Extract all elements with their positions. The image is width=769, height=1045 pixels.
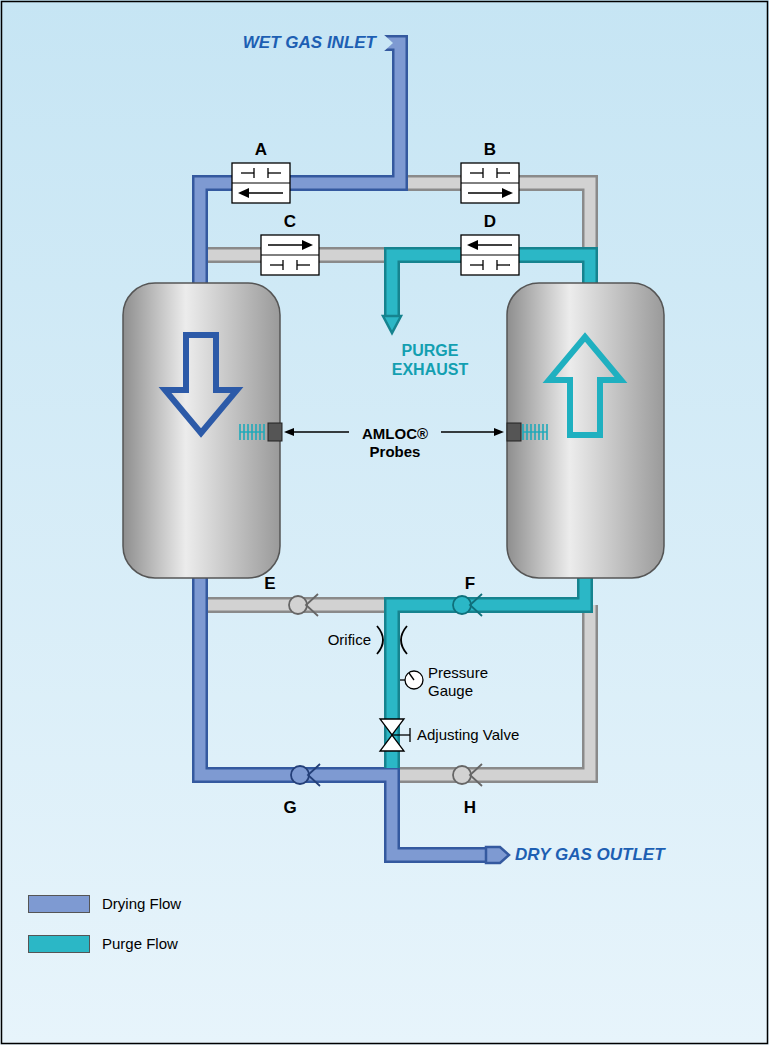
drying-pipe-outline xyxy=(200,43,400,300)
valve-letter: C xyxy=(275,212,305,232)
valve-letter: B xyxy=(475,140,505,160)
exhaust-label: PURGE EXHAUST xyxy=(382,341,478,379)
valve-divider xyxy=(461,255,519,256)
blocked-port xyxy=(496,168,497,178)
part-label: Pressure Gauge xyxy=(428,664,508,700)
desiccant-tower xyxy=(507,283,664,578)
probe-stem xyxy=(523,431,547,432)
inlet-label: WET GAS INLET xyxy=(243,33,376,53)
flow-head xyxy=(467,240,478,250)
gauge-needle xyxy=(409,673,414,680)
purge-pipe-outline xyxy=(392,570,585,768)
probe-body xyxy=(507,423,521,441)
idle-pipe-outline xyxy=(200,597,385,613)
check-seat xyxy=(470,594,482,616)
orifice-symbol xyxy=(401,626,407,654)
flow-path xyxy=(468,192,504,193)
switching-valve xyxy=(261,235,319,275)
desiccant-tower xyxy=(123,283,280,578)
valve-letter: H xyxy=(455,798,485,818)
flow-path xyxy=(268,244,304,245)
check-ball xyxy=(453,596,471,614)
outlet-end xyxy=(486,847,509,863)
blocked-port xyxy=(241,172,254,173)
exhaust-tip xyxy=(383,316,401,333)
up-arrow xyxy=(549,337,621,435)
legend-swatch xyxy=(28,895,90,913)
switching-valve xyxy=(232,163,290,203)
legend-text: Purge Flow xyxy=(102,935,178,953)
check-ball xyxy=(291,766,309,784)
flow-path xyxy=(247,192,283,193)
blocked-port xyxy=(470,172,483,173)
flow-head xyxy=(502,188,513,198)
down-arrow xyxy=(165,335,237,433)
blocked-port xyxy=(270,264,283,265)
flow-head xyxy=(238,188,249,198)
blocked-port xyxy=(297,264,310,265)
blocked-port xyxy=(497,172,510,173)
check-seat xyxy=(308,764,320,786)
valve-letter: G xyxy=(275,798,305,818)
blocked-port xyxy=(282,260,283,270)
drying-pipe xyxy=(200,43,400,300)
gauge-stem xyxy=(400,679,405,680)
idle-pipe-outline xyxy=(400,605,590,775)
valve-letter: D xyxy=(475,212,505,232)
blocked-port xyxy=(482,168,483,178)
part-label: Orifice xyxy=(328,631,371,649)
valve-divider xyxy=(232,183,290,184)
leader-head xyxy=(494,428,504,436)
outlet-label: DRY GAS OUTLET xyxy=(515,845,665,865)
adjusting-valve xyxy=(380,719,404,735)
legend-text: Drying Flow xyxy=(102,895,181,913)
blocked-port xyxy=(470,264,483,265)
leader-line xyxy=(292,431,349,432)
valve-stem xyxy=(392,734,410,735)
idle-pipe xyxy=(400,605,590,775)
probe-label: AMLOC® Probes xyxy=(352,425,438,461)
switching-valve xyxy=(461,235,519,275)
orifice-symbol xyxy=(377,626,383,654)
parts xyxy=(123,33,664,863)
blocked-port xyxy=(268,172,281,173)
blocked-port xyxy=(253,168,254,178)
valve-divider xyxy=(461,183,519,184)
check-seat xyxy=(470,764,482,786)
inlet-notch xyxy=(382,33,393,53)
leader-head xyxy=(284,428,294,436)
blocked-port xyxy=(267,168,268,178)
valve-letter: E xyxy=(255,574,285,594)
switching-valve xyxy=(461,163,519,203)
valve-letter: A xyxy=(246,140,276,160)
blocked-port xyxy=(296,260,297,270)
blocked-port xyxy=(497,264,510,265)
flow-head xyxy=(302,240,313,250)
part-label: Adjusting Valve xyxy=(417,726,519,744)
probe-stem xyxy=(240,431,264,432)
pressure-gauge xyxy=(405,671,423,689)
valve-handle xyxy=(409,728,410,742)
valve-letter: F xyxy=(455,574,485,594)
adjusting-valve xyxy=(380,735,404,751)
check-ball xyxy=(453,766,471,784)
leader-line xyxy=(441,431,496,432)
blocked-port xyxy=(496,260,497,270)
check-seat xyxy=(306,594,318,616)
flow-path xyxy=(476,244,512,245)
probe-body xyxy=(268,423,282,441)
purge-pipe xyxy=(392,570,585,768)
blocked-port xyxy=(482,260,483,270)
legend-swatch xyxy=(28,935,90,953)
check-ball xyxy=(289,596,307,614)
valve-divider xyxy=(261,255,319,256)
